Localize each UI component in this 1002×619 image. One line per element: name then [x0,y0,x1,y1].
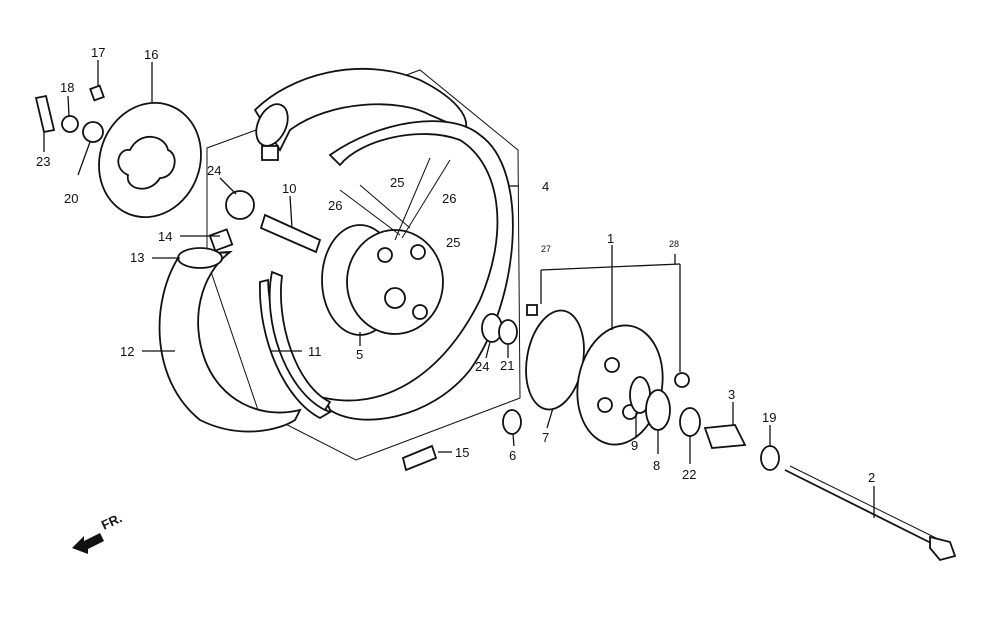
front-marker-label: FR. [99,510,124,532]
callout-19: 19 [762,410,776,425]
sprocket-bearing [679,407,701,437]
tire [253,67,467,161]
callout-13: 13 [130,250,144,265]
callout-28: 28 [669,239,679,249]
callout-25a: 25 [390,175,404,190]
callout-17: 17 [91,45,105,60]
spokes [339,157,451,241]
callout-18: 18 [60,80,74,95]
inner-tube [158,228,302,433]
sprocket-seal [645,389,671,431]
callout-16: 16 [144,47,158,62]
rim-strip-piece [401,444,438,472]
callout-15: 15 [455,445,469,460]
callout-12: 12 [120,344,134,359]
callout-10: 10 [282,181,296,196]
disc-nut [61,115,79,133]
wheel-hub [321,224,444,336]
callout-21: 21 [500,358,514,373]
wheel-assembly-outline [206,69,521,461]
lock-clip [34,94,56,134]
hub-bearing [502,409,522,435]
callout-14: 14 [158,229,172,244]
axle-washer [760,445,780,471]
callout-23: 23 [36,154,50,169]
callout-1: 1 [607,231,614,246]
callout-11: 11 [308,344,322,359]
callout-27: 27 [541,244,551,254]
distance-collar [259,213,322,254]
axle-sleeve [703,424,747,449]
callout-8: 8 [653,458,660,473]
callout-3: 3 [728,387,735,402]
callout-5: 5 [356,347,363,362]
oil-seal [498,319,518,345]
callout-9: 9 [631,438,638,453]
brake-disc [98,101,202,219]
callout-labels: 17 16 18 23 20 24 10 14 13 12 11 5 25 26… [36,45,875,485]
callout-2: 2 [868,470,875,485]
callout-22: 22 [682,467,696,482]
callout-7: 7 [542,430,549,445]
callout-6: 6 [509,448,516,463]
callout-25b: 25 [446,235,460,250]
left-bearing [225,190,255,220]
rear-axle [784,465,957,562]
callout-20: 20 [64,191,78,206]
callout-26a: 26 [328,198,342,213]
callout-24b: 24 [475,359,489,374]
lock-plate [82,121,104,143]
callout-24a: 24 [207,163,221,178]
disc-bolt [89,84,105,102]
leader-lines [43,60,875,518]
flange-bolt [526,304,538,316]
front-direction-arrow: FR. [72,510,124,554]
callout-26b: 26 [442,191,456,206]
rim-band [268,270,332,412]
callout-4: 4 [542,179,549,194]
sprocket-nut [674,372,690,388]
